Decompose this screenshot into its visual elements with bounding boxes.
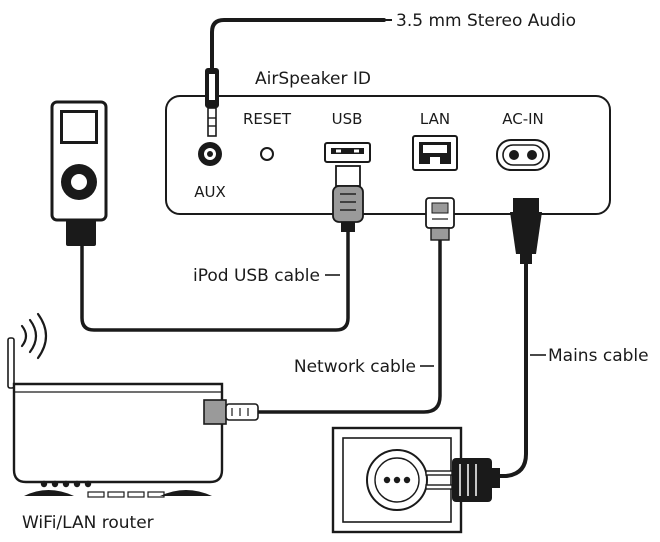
port-label-lan: LAN <box>420 110 450 128</box>
mains-wall-plug <box>425 458 500 502</box>
speaker-rear-panel: AUX RESET USB LAN AC-IN <box>165 95 611 215</box>
mains-cable <box>494 260 528 478</box>
port-label-aux: AUX <box>194 183 226 201</box>
port-label-usb: USB <box>332 110 363 128</box>
audio-jack-plug <box>205 68 219 137</box>
mains-cable-label: Mains cable <box>548 346 649 366</box>
wall-socket <box>331 426 463 534</box>
mains-plug <box>510 198 542 264</box>
wifi-signal-icon <box>20 312 48 360</box>
usb-plug <box>332 165 364 232</box>
network-cable <box>256 236 442 414</box>
lan-port <box>412 135 458 171</box>
device-label: AirSpeaker ID <box>255 69 371 89</box>
ipod-usb-cable <box>80 226 350 332</box>
audio-cable <box>210 18 386 74</box>
reset-button <box>260 147 274 161</box>
aux-port <box>198 142 222 166</box>
router-device <box>7 312 259 498</box>
cables <box>80 18 546 478</box>
port-label-ac-in: AC-IN <box>502 110 544 128</box>
port-label-reset: RESET <box>243 110 292 128</box>
ac-in-port <box>496 139 550 171</box>
usb-port <box>324 142 371 163</box>
lan-plug <box>425 197 455 241</box>
ipod-device <box>50 100 108 246</box>
router-label: WiFi/LAN router <box>22 513 154 533</box>
ipod-usb-cable-label: iPod USB cable <box>193 266 320 286</box>
stereo-audio-label: 3.5 mm Stereo Audio <box>396 11 576 31</box>
network-cable-label: Network cable <box>294 357 416 377</box>
